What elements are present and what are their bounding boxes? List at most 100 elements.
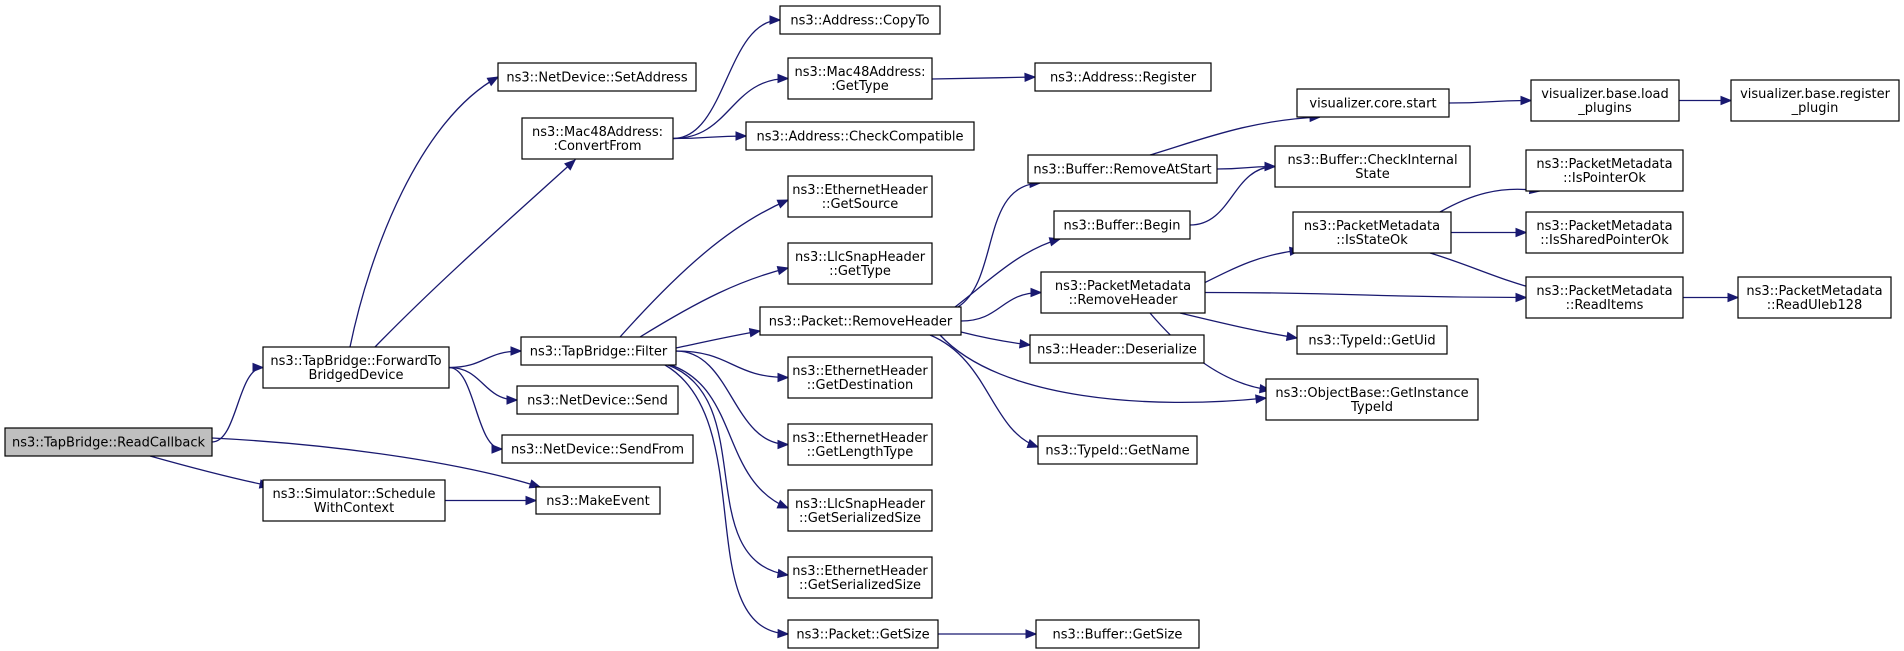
node-box [1730, 79, 1900, 122]
node-send[interactable]: ns3::NetDevice::Send [516, 385, 679, 415]
node-bufgetsize[interactable]: ns3::Buffer::GetSize [1035, 619, 1200, 649]
node-label: ns3::Buffer::GetSize [1053, 628, 1183, 643]
edge-line [1149, 312, 1271, 391]
arrowhead-icon [769, 15, 782, 25]
edge-pmremoveheader-to-readitems [1204, 291, 1528, 303]
node-ethgetser[interactable]: ns3::EthernetHeader::GetSerializedSize [787, 556, 933, 599]
arrowhead-icon [506, 395, 519, 405]
edge-vizstart-to-loadplugins [1448, 95, 1533, 106]
node-readitems[interactable]: ns3::PacketMetadata::ReadItems [1525, 276, 1684, 319]
node-readcallback[interactable]: ns3::TapBridge::ReadCallback [4, 427, 213, 457]
node-mac48gettype[interactable]: ns3::Mac48Address::GetType [787, 57, 933, 100]
node-ispointerok[interactable]: ns3::PacketMetadata::IsPointerOk [1525, 149, 1684, 192]
edge-line [960, 291, 1042, 322]
arrowhead-icon [1727, 292, 1740, 303]
node-filter[interactable]: ns3::TapBridge::Filter [520, 336, 677, 366]
node-box [535, 486, 661, 515]
node-sendfrom[interactable]: ns3::NetDevice::SendFrom [501, 434, 694, 464]
node-pmremoveheader[interactable]: ns3::PacketMetadata::RemoveHeader [1040, 271, 1206, 314]
node-bufbegin[interactable]: ns3::Buffer::Begin [1053, 210, 1191, 240]
arrowhead-icon [777, 372, 790, 383]
arrowhead-icon [528, 479, 542, 489]
arrowhead-icon [735, 131, 748, 141]
node-ethgetdest[interactable]: ns3::EthernetHeader::GetDestination [787, 356, 933, 399]
arrowhead-icon [564, 159, 576, 171]
node-label: ns3::Address::CheckCompatible [756, 130, 963, 145]
node-loadplugins[interactable]: visualizer.base.load_plugins [1530, 79, 1680, 122]
edge-line [374, 159, 576, 348]
node-checkcompat[interactable]: ns3::Address::CheckCompatible [745, 121, 975, 151]
edge-removeheader-to-pmremoveheader [960, 287, 1043, 322]
node-packetgetsize[interactable]: ns3::Packet::GetSize [787, 619, 939, 649]
node-registerplugin[interactable]: visualizer.base.register_plugin [1730, 79, 1900, 122]
edge-convertfrom-to-copyto [672, 15, 782, 140]
node-label: ns3::EthernetHeader [792, 183, 928, 198]
node-label: ns3::Buffer::CheckInternal [1287, 153, 1457, 168]
node-box [1525, 149, 1684, 192]
arrowhead-icon [1255, 394, 1268, 404]
arrowhead-icon [776, 568, 790, 579]
node-label: WithContext [314, 501, 394, 516]
node-removeheader[interactable]: ns3::Packet::RemoveHeader [759, 306, 962, 336]
node-label: ns3::PacketMetadata [1746, 284, 1882, 299]
node-getuid[interactable]: ns3::TypeId::GetUid [1296, 325, 1448, 355]
edge-forwardto-to-filter [448, 346, 523, 369]
node-box [262, 346, 450, 389]
arrowhead-icon [1515, 227, 1528, 238]
node-vizstart[interactable]: visualizer.core.start [1296, 88, 1450, 118]
node-convertfrom[interactable]: ns3::Mac48Address::ConvertFrom [521, 117, 674, 160]
arrowhead-icon [777, 439, 790, 450]
node-box [745, 121, 975, 151]
node-llcgettype[interactable]: ns3::LlcSnapHeader::GetType [787, 242, 933, 285]
node-setaddress[interactable]: ns3::NetDevice::SetAddress [497, 62, 697, 92]
node-issharedptr[interactable]: ns3::PacketMetadata::IsSharedPointerOk [1525, 211, 1684, 254]
node-label: ns3::PacketMetadata [1304, 219, 1440, 234]
node-makeevent[interactable]: ns3::MakeEvent [535, 486, 661, 515]
node-isstateok[interactable]: ns3::PacketMetadata::IsStateOk [1292, 211, 1452, 254]
node-removeatstart[interactable]: ns3::Buffer::RemoveAtStart [1027, 154, 1218, 184]
node-label: visualizer.base.register [1740, 87, 1891, 102]
node-ethgetsource[interactable]: ns3::EthernetHeader::GetSource [787, 175, 933, 218]
edge-line [448, 366, 503, 450]
arrowhead-icon [748, 328, 762, 338]
node-copyto[interactable]: ns3::Address::CopyTo [779, 5, 941, 35]
edge-packetgetsize-to-bufgetsize [938, 629, 1038, 639]
arrowhead-icon [1030, 287, 1043, 298]
node-box [520, 336, 677, 366]
arrowhead-icon [1019, 339, 1032, 349]
node-box [1525, 276, 1684, 319]
node-box [262, 479, 446, 522]
edge-filter-to-ethgetsource [619, 199, 790, 338]
arrowhead-icon [777, 628, 790, 639]
node-label: ns3::Header::Deserialize [1037, 343, 1197, 358]
edge-line [929, 334, 1039, 448]
node-label: ns3::Buffer::Begin [1063, 219, 1180, 234]
arrowhead-icon [1026, 439, 1040, 448]
node-gettypename[interactable]: ns3::TypeId::GetName [1037, 435, 1198, 465]
node-register[interactable]: ns3::Address::Register [1034, 62, 1212, 92]
node-label: ns3::LlcSnapHeader [795, 250, 926, 265]
node-label: ns3::Mac48Address: [794, 65, 925, 80]
edge-line [667, 364, 789, 576]
node-box [1274, 145, 1471, 188]
edge-forwardto-to-send [448, 366, 519, 405]
node-box [787, 356, 933, 399]
node-box [787, 423, 933, 466]
edge-pmremoveheader-to-getuid [1179, 312, 1299, 341]
node-llcgetser[interactable]: ns3::LlcSnapHeader::GetSerializedSize [787, 489, 933, 532]
node-box [787, 242, 933, 285]
edge-filter-to-packetgetsize [664, 364, 790, 639]
node-deserialize[interactable]: ns3::Header::Deserialize [1029, 334, 1205, 364]
edge-line [1189, 165, 1276, 226]
edge-forwardto-to-convertfrom [374, 159, 576, 348]
node-label: ::GetSerializedSize [799, 511, 921, 526]
edge-line [675, 350, 789, 446]
node-readuleb[interactable]: ns3::PacketMetadata::ReadUleb128 [1737, 276, 1892, 319]
edge-line [957, 182, 1041, 308]
node-box [1530, 79, 1680, 122]
node-ethgetlentype[interactable]: ns3::EthernetHeader::GetLengthType [787, 423, 933, 466]
